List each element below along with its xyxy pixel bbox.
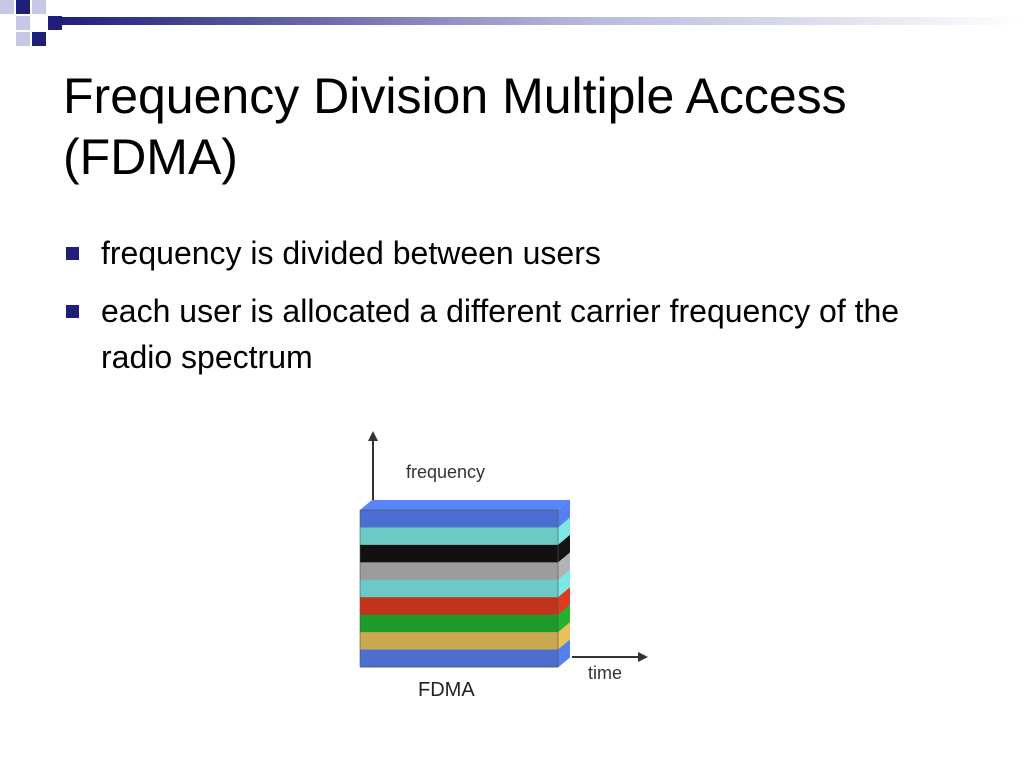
frequency-band-side: [558, 639, 570, 668]
frequency-band-side: [558, 587, 570, 616]
frequency-band: [360, 510, 558, 528]
frequency-band: [360, 579, 558, 598]
x-axis-arrow-icon: [638, 652, 648, 662]
square-bullet-icon: [66, 247, 79, 260]
square-bullet-icon: [66, 305, 79, 318]
frequency-band-side: [558, 500, 570, 528]
bullet-list: frequency is divided between users each …: [63, 230, 963, 392]
bullet-item: each user is allocated a different carri…: [63, 288, 963, 380]
frequency-band-side: [558, 552, 570, 581]
corner-decoration: [0, 0, 1024, 46]
bullet-text: each user is allocated a different carri…: [101, 293, 900, 375]
frequency-band: [360, 614, 558, 633]
frequency-band-side: [558, 604, 570, 633]
fdma-diagram: frequency time FDMA: [340, 425, 670, 710]
y-axis-label: frequency: [406, 462, 485, 482]
frequency-band: [360, 527, 558, 546]
frequency-band-side: [558, 622, 570, 651]
bullet-item: frequency is divided between users: [63, 230, 963, 276]
bullet-text: frequency is divided between users: [101, 235, 601, 271]
frequency-band-side: [558, 517, 570, 546]
frequency-band-side: [558, 534, 570, 563]
frequency-band: [360, 649, 558, 668]
frequency-band: [360, 544, 558, 563]
block-outline: [359, 509, 559, 668]
frequency-band: [360, 597, 558, 616]
frequency-band: [360, 632, 558, 651]
block-top-face: [360, 500, 570, 510]
frequency-band: [360, 562, 558, 581]
slide-title: Frequency Division Multiple Access (FDMA…: [63, 68, 847, 185]
x-axis-label: time: [588, 663, 622, 683]
diagram-caption: FDMA: [418, 679, 475, 701]
frequency-band-side: [558, 569, 570, 598]
frequency-bands-block: [359, 500, 570, 668]
y-axis-arrow-icon: [368, 431, 378, 441]
